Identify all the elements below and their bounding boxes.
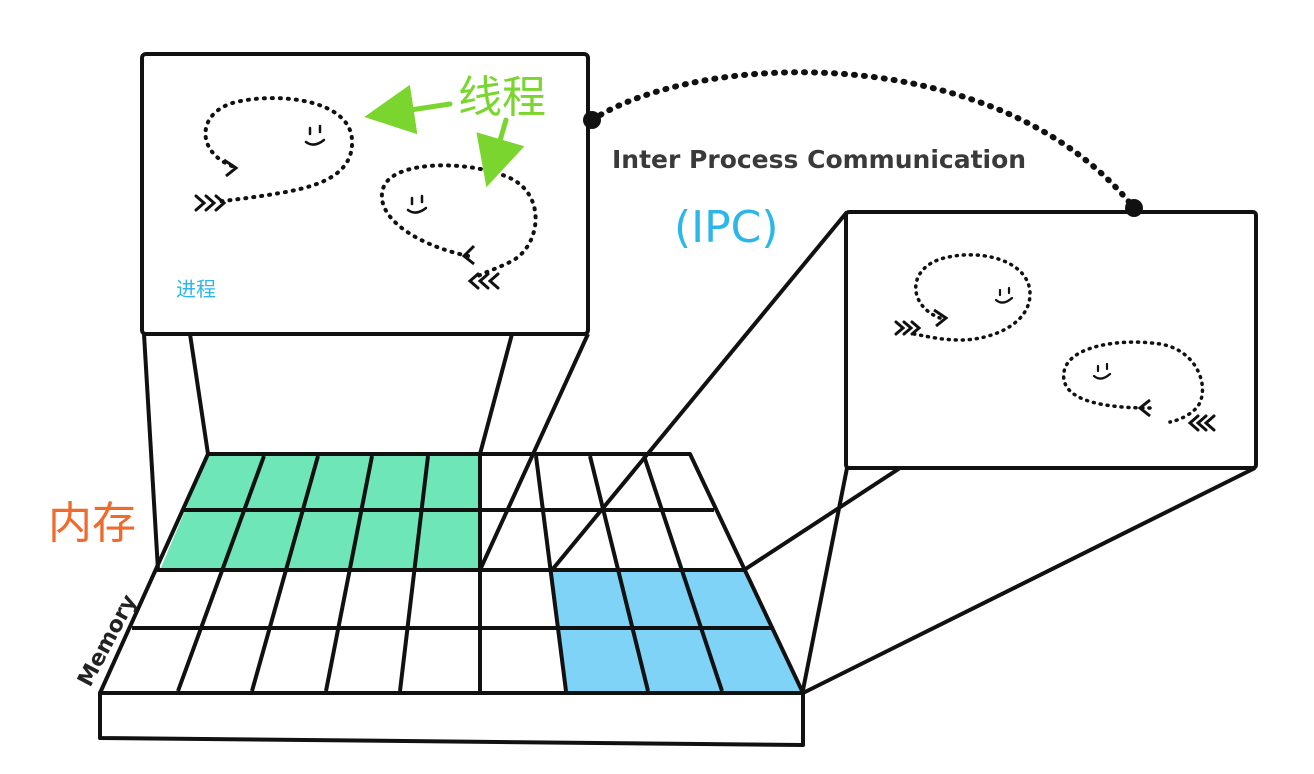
thread-b2 bbox=[1062, 340, 1205, 424]
memory-region-process-a bbox=[160, 456, 480, 570]
process-a-box bbox=[140, 52, 590, 336]
smiley-icon bbox=[304, 124, 326, 146]
ipc-endpoint-b bbox=[1125, 199, 1143, 217]
ipc-full-label: Inter Process Communication bbox=[612, 145, 1026, 174]
chevron-arrows-icon bbox=[194, 194, 227, 212]
memory-region-process-b bbox=[552, 572, 803, 691]
thread-a1 bbox=[203, 96, 355, 204]
thread-a2-head-icon bbox=[461, 244, 476, 266]
ipc-abbr-label: (IPC) bbox=[674, 202, 779, 253]
thread-a1-head-icon bbox=[223, 158, 239, 178]
memory-slab bbox=[98, 452, 805, 747]
chevron-arrows-icon bbox=[1187, 414, 1216, 432]
process-b-box bbox=[844, 210, 1258, 470]
ipc-link bbox=[589, 69, 1137, 211]
process-label: 进程 bbox=[176, 277, 216, 301]
memory-label-cn: 内存 bbox=[48, 498, 136, 549]
thread-label: 线程 bbox=[458, 72, 546, 123]
chevron-arrows-icon bbox=[894, 320, 922, 336]
process-a-projection bbox=[142, 333, 590, 571]
smiley-icon bbox=[994, 286, 1014, 304]
process-b-projection bbox=[550, 210, 1256, 695]
smiley-icon bbox=[1092, 362, 1112, 380]
thread-b1-head-icon bbox=[933, 308, 949, 328]
ipc-endpoint-a bbox=[583, 111, 601, 129]
thread-pointer-arrows bbox=[364, 84, 525, 188]
smiley-icon bbox=[406, 194, 428, 214]
thread-b1 bbox=[912, 253, 1032, 342]
thread-b2-head-icon bbox=[1137, 398, 1151, 418]
chevron-arrows-icon bbox=[467, 272, 500, 290]
